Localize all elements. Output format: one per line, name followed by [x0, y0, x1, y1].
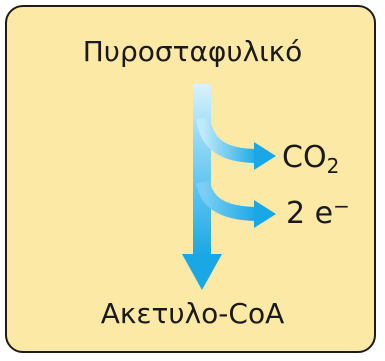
- product-label: Ακετυλο-CoA: [100, 297, 285, 330]
- branch-arrow-co2: [196, 116, 276, 170]
- diagram-panel: [5, 5, 376, 353]
- co2-label: CO2: [282, 140, 339, 177]
- branch-arrow-electrons: [196, 180, 276, 228]
- electrons-base: 2 e: [286, 196, 334, 231]
- electrons-superscript: −: [333, 194, 350, 218]
- co2-subscript: 2: [326, 154, 340, 178]
- co2-base: CO: [282, 140, 327, 175]
- electrons-label: 2 e−: [286, 196, 350, 231]
- reactant-label: Πυροσταφυλικό: [82, 35, 303, 68]
